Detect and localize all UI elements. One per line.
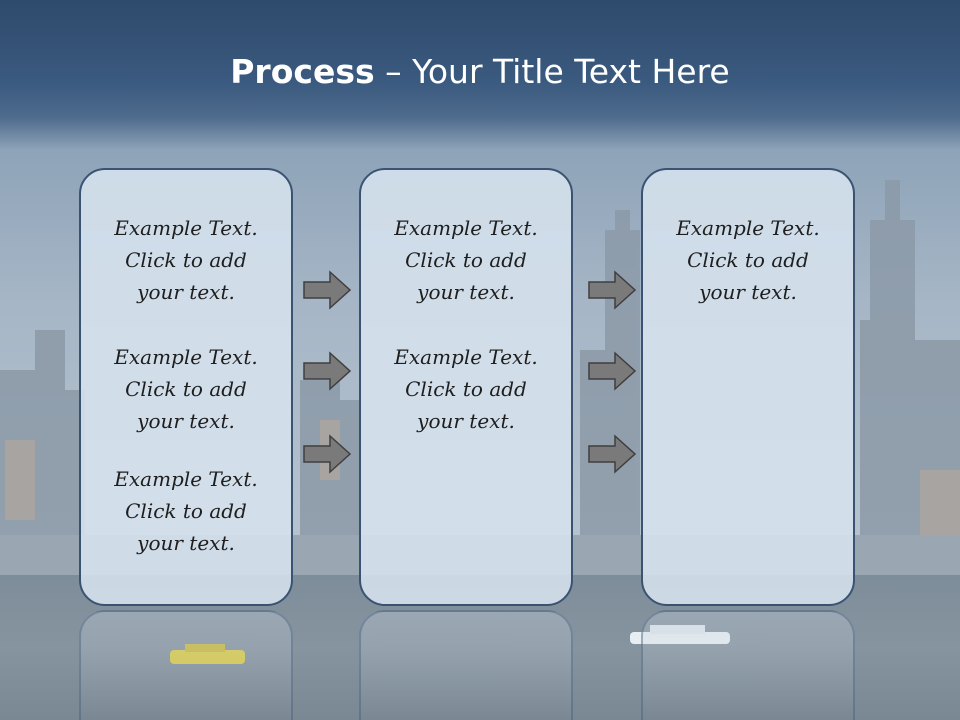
text-line: Click to add <box>125 377 247 401</box>
text-line: your text. <box>699 280 797 304</box>
text-line: your text. <box>137 409 235 433</box>
text-block[interactable]: Example Text. Click to add your text. <box>643 212 853 308</box>
text-block[interactable]: Example Text. Click to add your text. <box>361 341 571 437</box>
text-line: Example Text. <box>394 345 538 369</box>
text-line: Example Text. <box>114 216 258 240</box>
text-line: Example Text. <box>114 345 258 369</box>
text-line: your text. <box>417 409 515 433</box>
text-line: Click to add <box>125 499 247 523</box>
ferry-boat-image <box>170 644 245 664</box>
text-block[interactable]: Example Text. Click to add your text. <box>81 341 291 437</box>
text-line: your text. <box>137 280 235 304</box>
process-box-2[interactable]: Example Text. Click to add your text. Ex… <box>359 168 573 606</box>
text-line: Example Text. <box>114 467 258 491</box>
process-box-1[interactable]: Example Text. Click to add your text. Ex… <box>79 168 293 606</box>
box-reflection <box>641 610 855 720</box>
text-line: Click to add <box>125 248 247 272</box>
right-arrow-icon <box>303 270 352 310</box>
text-line: your text. <box>137 531 235 555</box>
right-arrow-icon <box>588 270 637 310</box>
right-arrow-icon <box>588 351 637 391</box>
text-line: Click to add <box>405 248 527 272</box>
box-reflection <box>79 610 293 720</box>
right-arrow-icon <box>303 351 352 391</box>
text-block[interactable]: Example Text. Click to add your text. <box>81 463 291 559</box>
text-block[interactable]: Example Text. Click to add your text. <box>81 212 291 308</box>
process-box-3[interactable]: Example Text. Click to add your text. <box>641 168 855 606</box>
slide-title[interactable]: Process – Your Title Text Here <box>0 52 960 91</box>
text-line: Example Text. <box>676 216 820 240</box>
text-line: Example Text. <box>394 216 538 240</box>
text-line: Click to add <box>687 248 809 272</box>
right-arrow-icon <box>588 434 637 474</box>
text-line: your text. <box>417 280 515 304</box>
text-block[interactable]: Example Text. Click to add your text. <box>361 212 571 308</box>
title-bold-part: Process <box>230 52 375 91</box>
right-arrow-icon <box>303 434 352 474</box>
title-bar <box>0 0 960 150</box>
title-rest-part: – Your Title Text Here <box>374 52 730 91</box>
box-reflection <box>359 610 573 720</box>
text-line: Click to add <box>405 377 527 401</box>
